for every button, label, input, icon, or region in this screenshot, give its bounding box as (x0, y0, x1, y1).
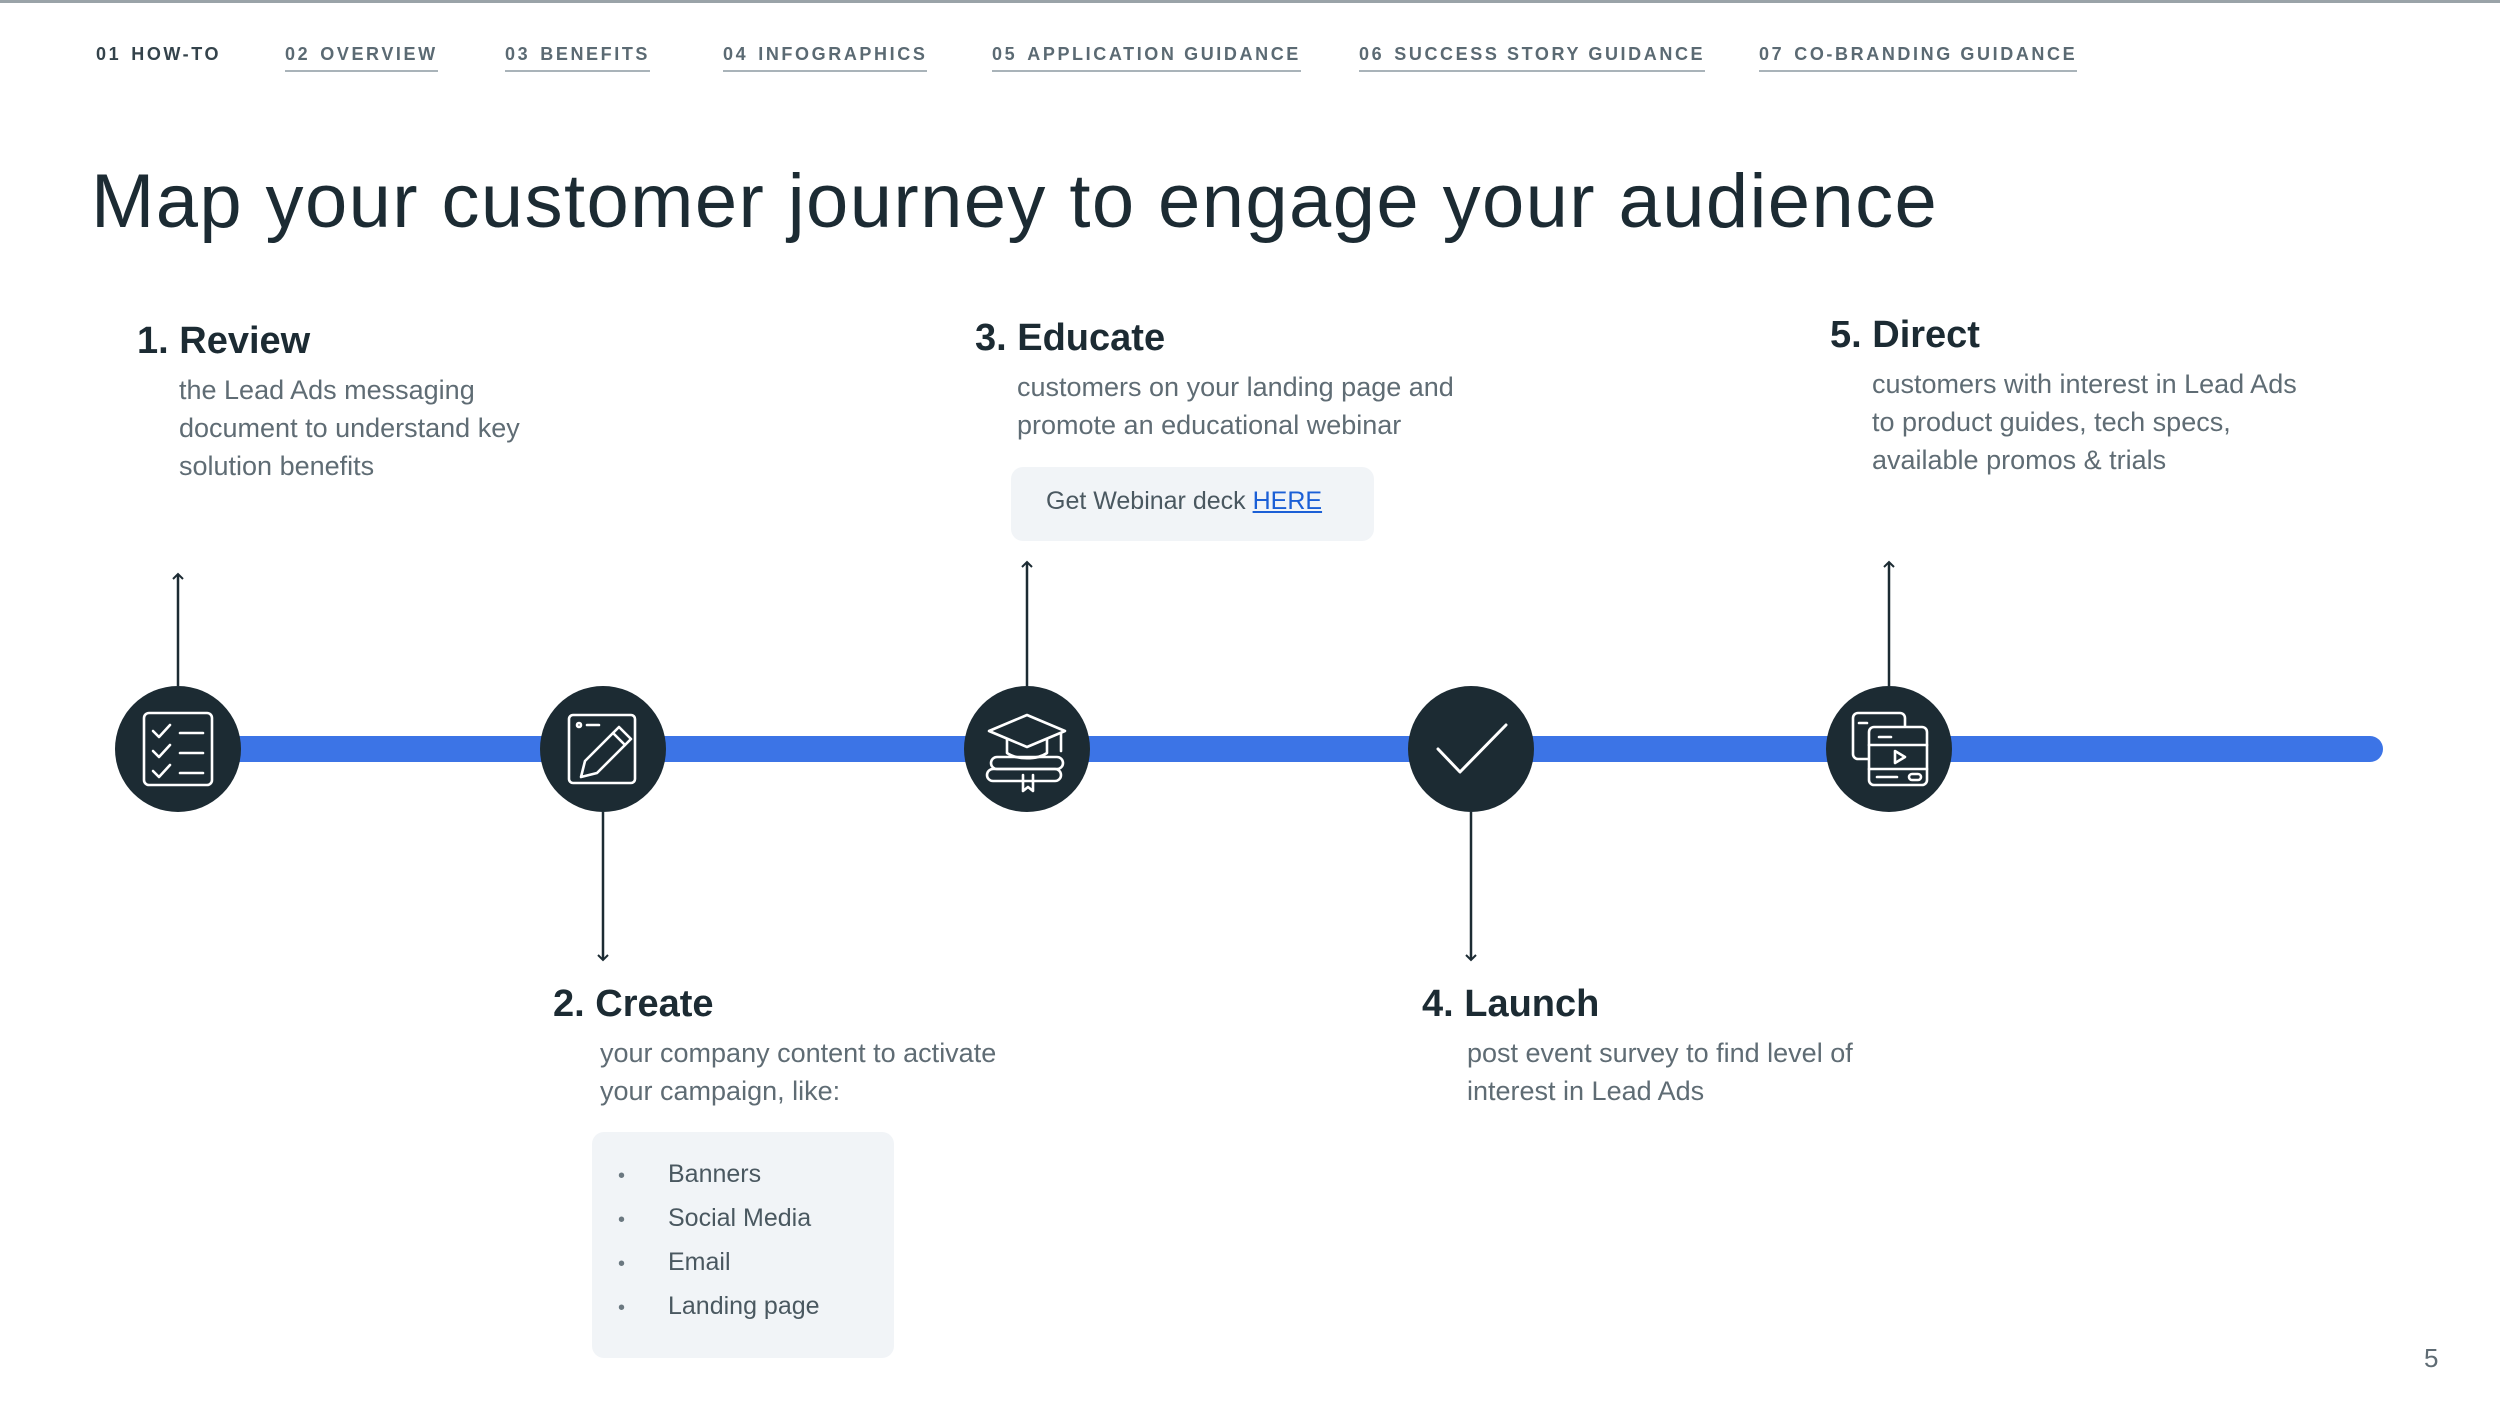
step-title: 4. Launch (1422, 983, 1600, 1025)
step-description-line: your campaign, like: (600, 1076, 841, 1106)
content-types-callout: Banners Social Media Email Landing page (592, 1132, 894, 1358)
step-description: customers on your landing page and promo… (1017, 368, 1454, 444)
nav-label: BENEFITS (540, 44, 651, 64)
webinar-callout-text: Get Webinar deck (1046, 487, 1253, 515)
nav-item-application-guidance[interactable]: 05 APPLICATION GUIDANCE (992, 44, 1301, 72)
browser-windows-icon (1826, 686, 1952, 812)
step-title: 3. Educate (975, 317, 1166, 359)
webinar-deck-link[interactable]: HERE (1252, 487, 1323, 515)
nav-item-benefits[interactable]: 03 BENEFITS (505, 44, 651, 72)
nav-number: 05 (992, 44, 1018, 64)
edit-document-icon (540, 686, 666, 812)
graduation-cap-icon (964, 686, 1090, 812)
step-create: 2. Create your company content to activa… (553, 983, 996, 1110)
list-item: Banners (618, 1152, 894, 1196)
step-description-line: interest in Lead Ads (1467, 1076, 1705, 1106)
nav-item-co-branding-guidance[interactable]: 07 CO-BRANDING GUIDANCE (1759, 44, 2078, 72)
nav-item-how-to[interactable]: 01 HOW-TO (96, 44, 221, 65)
nav-item-overview[interactable]: 02 OVERVIEW (285, 44, 438, 72)
step-description: the Lead Ads messaging document to under… (179, 371, 520, 485)
nav-label: INFOGRAPHICS (758, 44, 928, 64)
checklist-icon (115, 686, 241, 812)
nav-number: 03 (505, 44, 531, 64)
list-item: Social Media (618, 1196, 894, 1240)
nav-label: APPLICATION GUIDANCE (1027, 44, 1301, 64)
top-rule (0, 0, 2500, 3)
content-types-list: Banners Social Media Email Landing page (618, 1152, 894, 1328)
step-description-line: customers on your landing page and (1017, 372, 1454, 402)
list-item: Email (618, 1240, 894, 1284)
step-description-line: customers with interest in Lead Ads (1872, 369, 2297, 399)
nav-number: 02 (285, 44, 311, 64)
nav-number: 04 (723, 44, 749, 64)
nav-label: SUCCESS STORY GUIDANCE (1394, 44, 1706, 64)
step-title: 2. Create (553, 983, 714, 1025)
step-launch: 4. Launch post event survey to find leve… (1422, 983, 1853, 1110)
nav-number: 07 (1759, 44, 1785, 64)
step-description-line: your company content to activate (600, 1038, 997, 1068)
list-item: Landing page (618, 1284, 894, 1328)
step-description-line: post event survey to find level of (1467, 1038, 1853, 1068)
checkmark-icon (1408, 686, 1534, 812)
nav-label: HOW-TO (131, 44, 222, 64)
page-number: 5 (2424, 1343, 2439, 1373)
page-title: Map your customer journey to engage your… (91, 159, 1939, 244)
step-description-line: to product guides, tech specs, (1872, 407, 2231, 437)
nav-label: OVERVIEW (320, 44, 438, 64)
step-description-line: the Lead Ads messaging (179, 375, 475, 405)
step-direct: 5. Direct customers with interest in Lea… (1830, 314, 2297, 479)
step-description-line: document to understand key (179, 413, 520, 443)
nav-number: 06 (1359, 44, 1385, 64)
nav-label: CO-BRANDING GUIDANCE (1794, 44, 2078, 64)
nav-item-infographics[interactable]: 04 INFOGRAPHICS (723, 44, 928, 72)
webinar-callout: Get Webinar deck HERE (1011, 467, 1374, 541)
step-title: 5. Direct (1830, 314, 1980, 356)
nav-number: 01 (96, 44, 122, 64)
nav-item-success-story-guidance[interactable]: 06 SUCCESS STORY GUIDANCE (1359, 44, 1706, 72)
step-educate: 3. Educate customers on your landing pag… (975, 317, 1454, 444)
step-title: 1. Review (137, 320, 311, 362)
step-description: customers with interest in Lead Ads to p… (1872, 365, 2297, 479)
step-review: 1. Review the Lead Ads messaging documen… (137, 320, 520, 485)
step-description-line: solution benefits (179, 451, 375, 481)
step-description: your company content to activate your ca… (600, 1034, 996, 1110)
step-description-line: available promos & trials (1872, 445, 2167, 475)
step-description-line: promote an educational webinar (1017, 410, 1402, 440)
step-description: post event survey to find level of inter… (1467, 1034, 1853, 1110)
